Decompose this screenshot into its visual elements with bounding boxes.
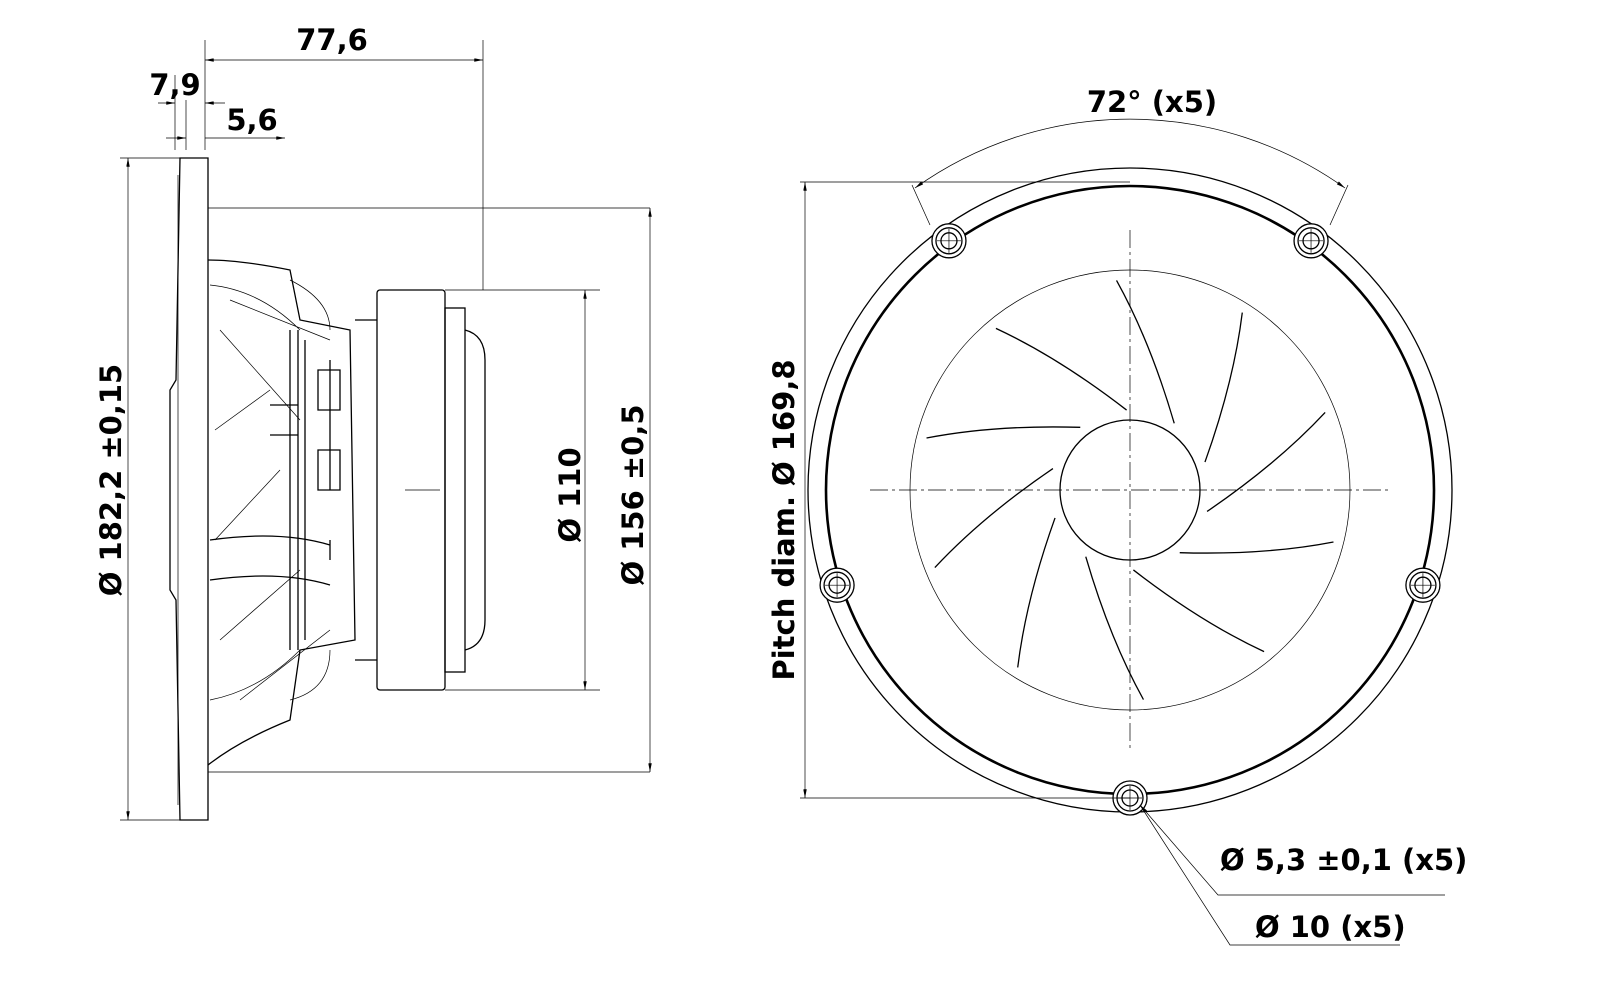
depth-dimension: 77,6 [296, 23, 368, 57]
hole-angle-dimension: 72° (x5) [1087, 85, 1217, 119]
frame-flange [169, 157, 209, 821]
mounting-hole [1293, 223, 1329, 259]
counterbore-diameter-dimension: Ø 10 (x5) [1255, 910, 1406, 944]
front-view: Pitch diam. Ø 169,8 72° (x5) Ø 5,3 ±0,1 … [767, 85, 1467, 946]
mounting-hole [1405, 567, 1441, 603]
mounting-hole [931, 223, 967, 259]
mounting-hole [819, 567, 855, 603]
basket-spoke [995, 327, 1127, 411]
basket-diameter-dimension: Ø 156 ±0,5 [616, 404, 650, 585]
basket-spokes [926, 280, 1334, 700]
hole-diameter-dimension: Ø 5,3 ±0,1 (x5) [1220, 843, 1467, 877]
basket [207, 259, 356, 766]
pitch-diameter-dimension: Pitch diam. Ø 169,8 [767, 359, 801, 680]
outer-diameter-dimension: Ø 182,2 ±0,15 [94, 364, 128, 596]
basket-spoke [1115, 280, 1175, 424]
flange-thickness-dimension: 7,9 [149, 68, 200, 102]
basket-spoke [1133, 569, 1265, 653]
basket-spoke [1085, 556, 1145, 700]
basket-spoke [934, 467, 1054, 569]
basket-spoke [1179, 541, 1334, 554]
flange-offset-dimension: 5,6 [226, 103, 277, 137]
side-view: 77,6 7,9 5,6 Ø 182,2 ±0,15 Ø 110 Ø 156 ±… [94, 23, 652, 821]
magnet-diameter-dimension: Ø 110 [553, 447, 587, 542]
basket-spoke [926, 426, 1081, 439]
basket-spoke [1206, 411, 1326, 513]
basket-spoke [1017, 517, 1056, 668]
basket-spoke [1204, 312, 1243, 463]
back-plate [444, 307, 466, 673]
